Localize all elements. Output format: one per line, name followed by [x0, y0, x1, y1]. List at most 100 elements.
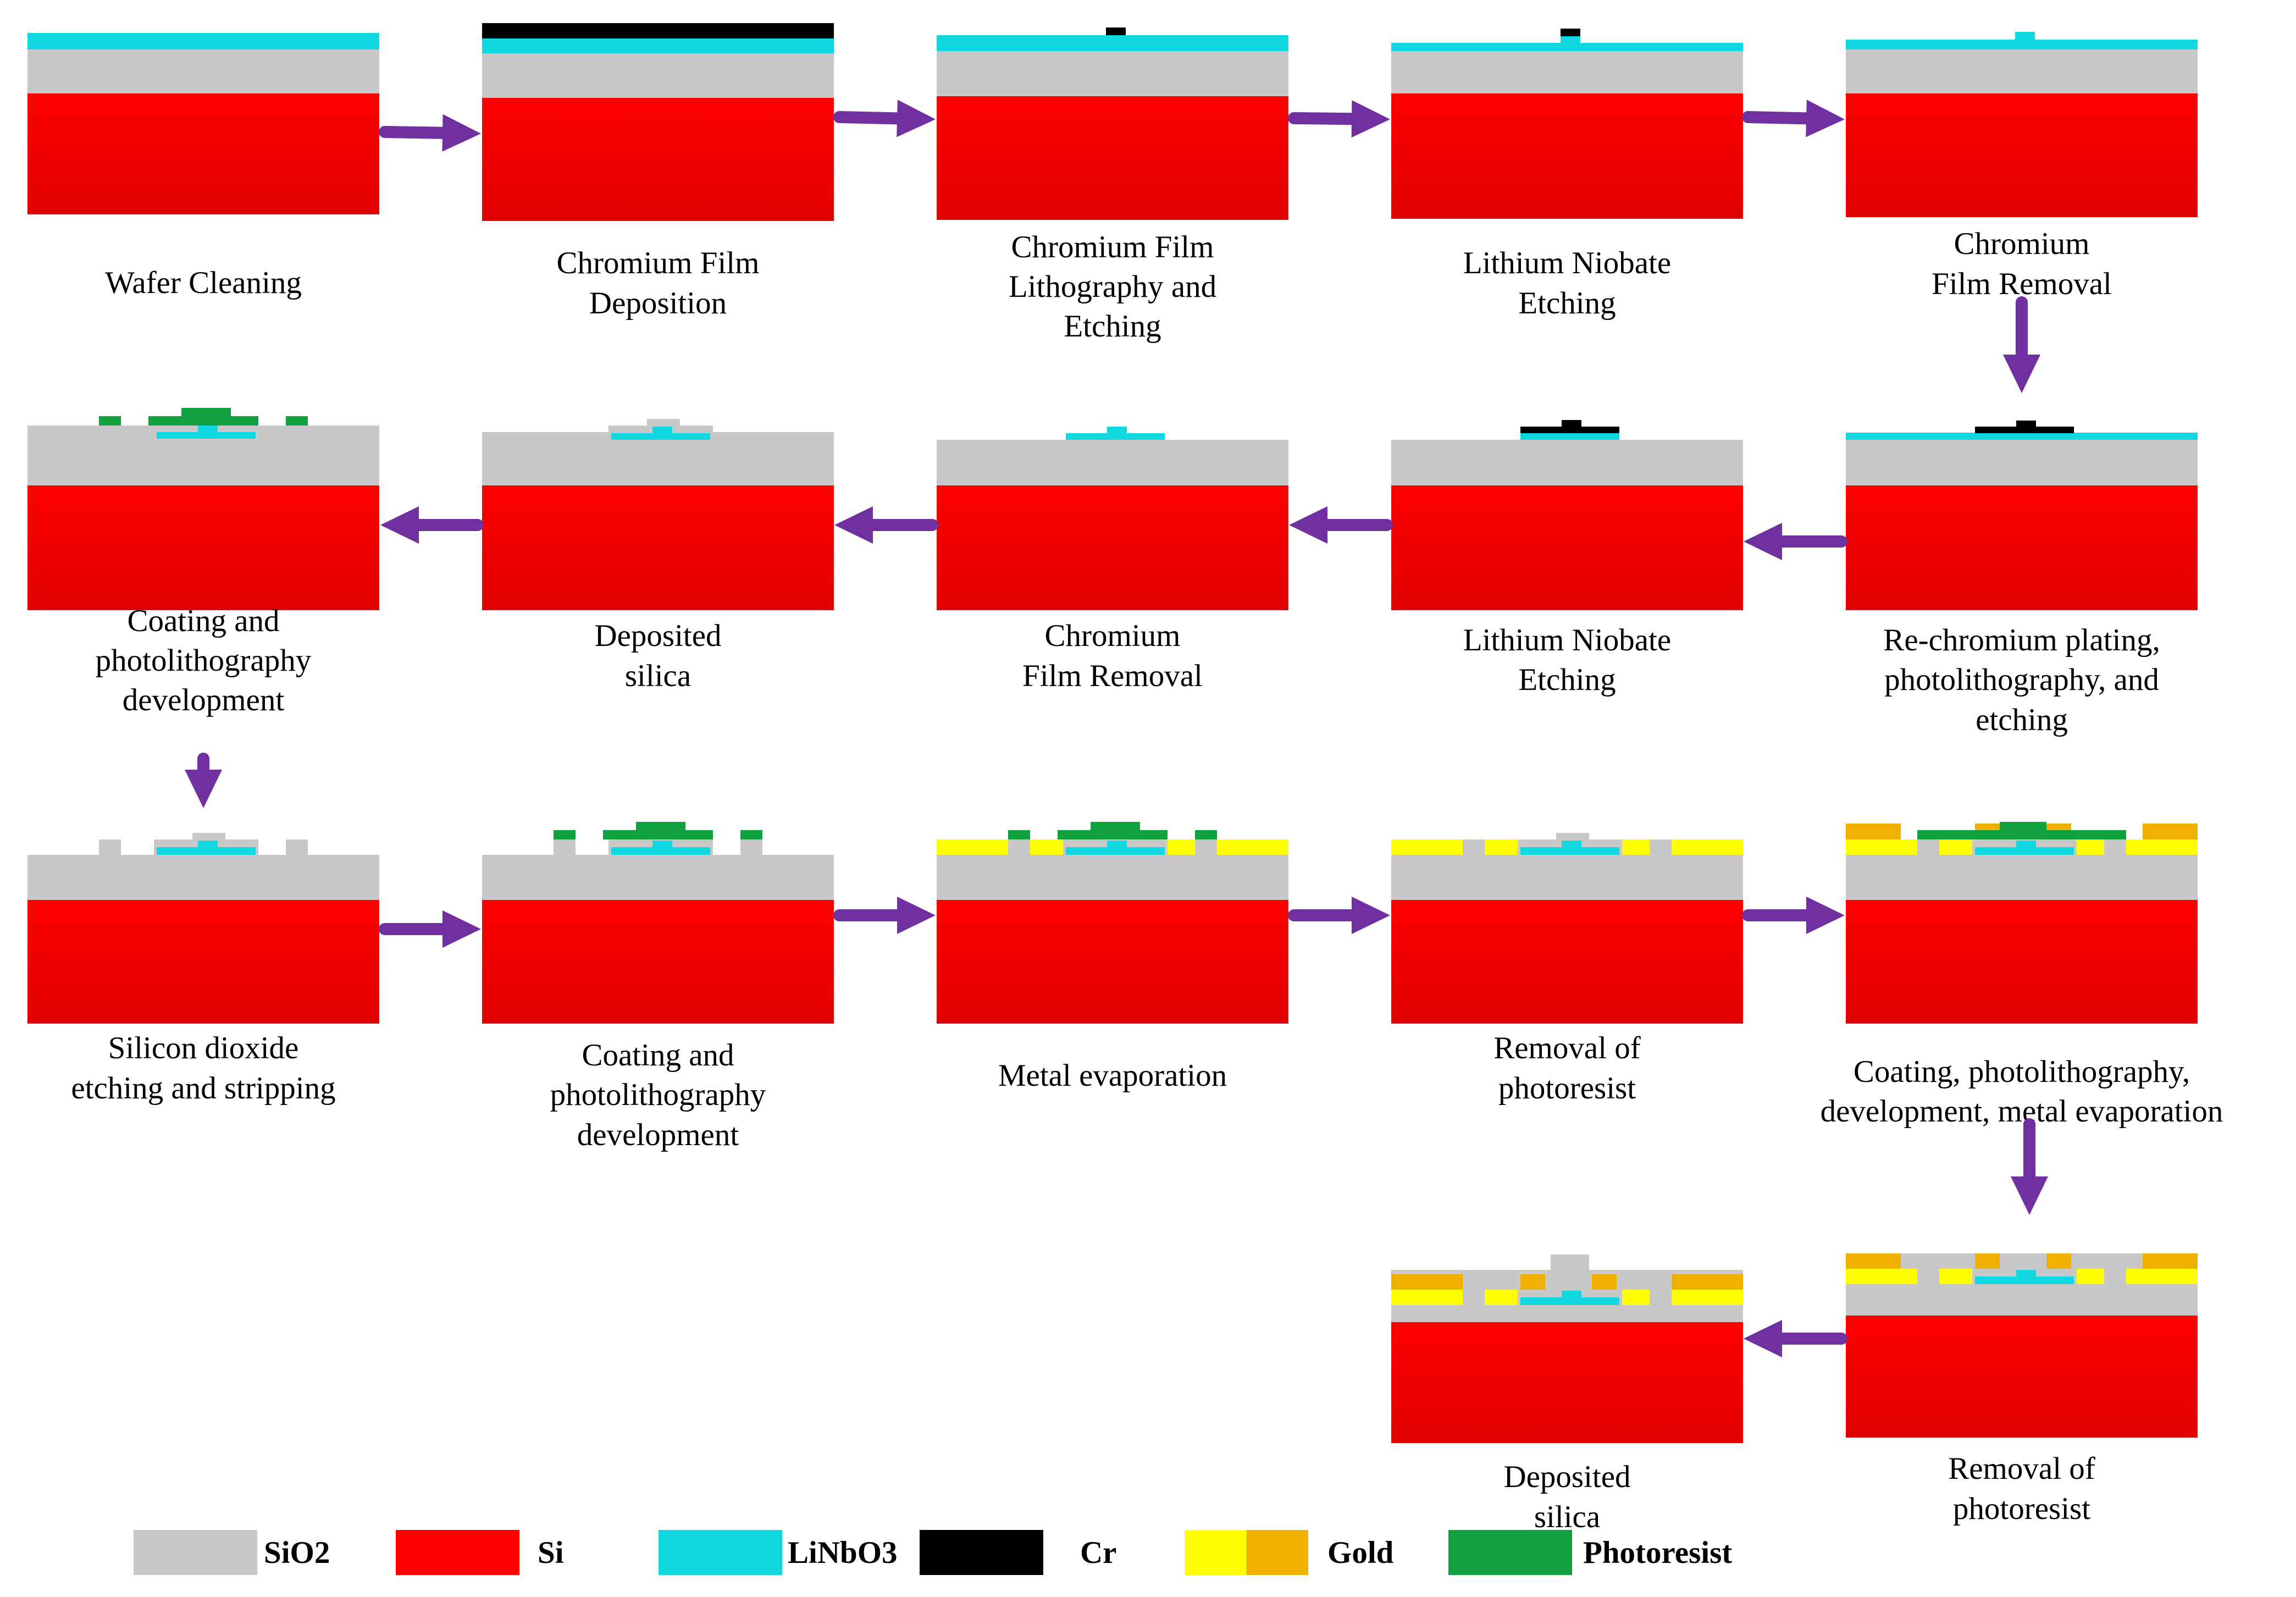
layer-feature — [1030, 839, 1063, 855]
si-substrate — [482, 900, 834, 1024]
sio2-layer — [1846, 855, 2198, 900]
layer-feature — [1917, 839, 1939, 855]
layer-feature — [2015, 32, 2035, 40]
step-caption-line: development — [577, 1118, 739, 1152]
arrow-head — [185, 770, 222, 808]
process-step-s6: Re-chromium plating,photolithography, an… — [1846, 421, 2198, 737]
layer-feature — [198, 426, 218, 432]
step-caption-line: Coating and — [127, 604, 279, 638]
layer-feature — [1485, 1290, 1518, 1305]
step-caption-line: Film Removal — [1932, 267, 2112, 301]
legend-swatch — [1246, 1530, 1308, 1575]
layer-feature — [636, 822, 685, 830]
layer-feature — [740, 839, 762, 855]
layer-feature — [1008, 839, 1030, 855]
layer-feature — [937, 35, 1288, 51]
process-step-s1: Wafer Cleaning — [27, 33, 379, 300]
layer-feature — [611, 433, 710, 440]
process-step-s12: Coating and photolithography development — [482, 822, 834, 1152]
layer-feature — [2046, 824, 2071, 830]
legend-label: Cr — [1080, 1535, 1116, 1570]
layer-feature — [611, 847, 710, 855]
step-caption-line: Film Removal — [1022, 659, 1203, 693]
flow-arrow — [1744, 523, 1847, 560]
layer-feature — [1592, 1274, 1617, 1290]
layer-feature — [1975, 1277, 2074, 1284]
step-caption-line: Lithium Niobate — [1463, 246, 1671, 280]
si-substrate — [1846, 485, 2198, 610]
layer-feature — [1520, 847, 1619, 855]
layer-feature — [1485, 839, 1518, 855]
layer-feature — [1917, 830, 2126, 839]
layer-feature — [286, 416, 308, 426]
step-caption-line: Metal evaporation — [998, 1058, 1227, 1093]
step-caption-line: Silicon dioxide — [108, 1031, 299, 1065]
legend-swatch — [134, 1530, 257, 1575]
si-substrate — [1846, 93, 2198, 217]
layer-feature — [1520, 427, 1619, 433]
flow-arrow — [1742, 897, 1845, 934]
step-caption-line: Coating and — [582, 1038, 734, 1073]
sio2-layer — [937, 440, 1288, 485]
layer-feature — [181, 408, 231, 416]
legend-label: Gold — [1327, 1535, 1394, 1570]
flow-arrow — [379, 114, 481, 152]
flow-arrow — [1288, 897, 1390, 934]
layer-feature — [1562, 420, 1581, 427]
step-caption: Re-chromium plating,photolithography, an… — [1883, 623, 2160, 737]
layer-feature — [1008, 830, 1030, 839]
arrow-head — [442, 114, 481, 152]
sio2-layer — [482, 855, 834, 900]
legend-item: Si — [396, 1530, 564, 1575]
step-caption-line: Etching — [1518, 286, 1616, 320]
si-substrate — [482, 485, 834, 610]
arrow-shaft — [1742, 111, 1813, 125]
layer-feature — [27, 33, 379, 49]
si-substrate — [937, 485, 1288, 610]
layer-feature — [1975, 427, 2074, 433]
layer-feature — [2077, 839, 2104, 855]
layer-feature — [2000, 822, 2046, 830]
step-caption-line: photolithography — [550, 1077, 766, 1112]
layer-feature — [1058, 830, 1168, 839]
flow-arrow — [185, 753, 222, 808]
layer-feature — [482, 23, 834, 38]
sio2-layer — [1846, 440, 2198, 485]
sio2-layer — [27, 432, 379, 485]
layer-feature — [482, 38, 834, 53]
layer-feature — [1561, 36, 1580, 45]
arrow-head — [442, 910, 481, 948]
step-caption: Wafer Cleaning — [105, 266, 302, 300]
si-substrate — [1391, 1322, 1743, 1443]
flow-arrow — [2011, 1118, 2048, 1215]
arrow-head — [1744, 1320, 1782, 1357]
si-substrate — [27, 900, 379, 1024]
step-caption-line: Chromium Film — [557, 246, 760, 280]
layer-feature — [1195, 839, 1217, 855]
layer-feature — [192, 833, 225, 839]
flow-arrow — [379, 910, 481, 948]
step-caption-line: Lithography and — [1009, 269, 1216, 304]
layer-feature — [2104, 839, 2126, 855]
step-caption-line: development, metal evaporation — [1821, 1094, 2223, 1129]
layer-feature — [1939, 1269, 1972, 1284]
process-step-s15: Coating, photolithography,development, m… — [1821, 822, 2223, 1129]
sio2-layer — [1391, 440, 1743, 485]
layer-feature — [1846, 1269, 1917, 1284]
legend-item: Gold — [1185, 1530, 1394, 1575]
si-substrate — [1391, 485, 1743, 610]
legend-item: Cr — [920, 1530, 1116, 1575]
step-caption-line: etching and stripping — [71, 1071, 335, 1106]
layer-feature — [603, 830, 713, 839]
step-caption-line: Lithium Niobate — [1463, 623, 1671, 657]
step-caption: Metal evaporation — [998, 1058, 1227, 1093]
